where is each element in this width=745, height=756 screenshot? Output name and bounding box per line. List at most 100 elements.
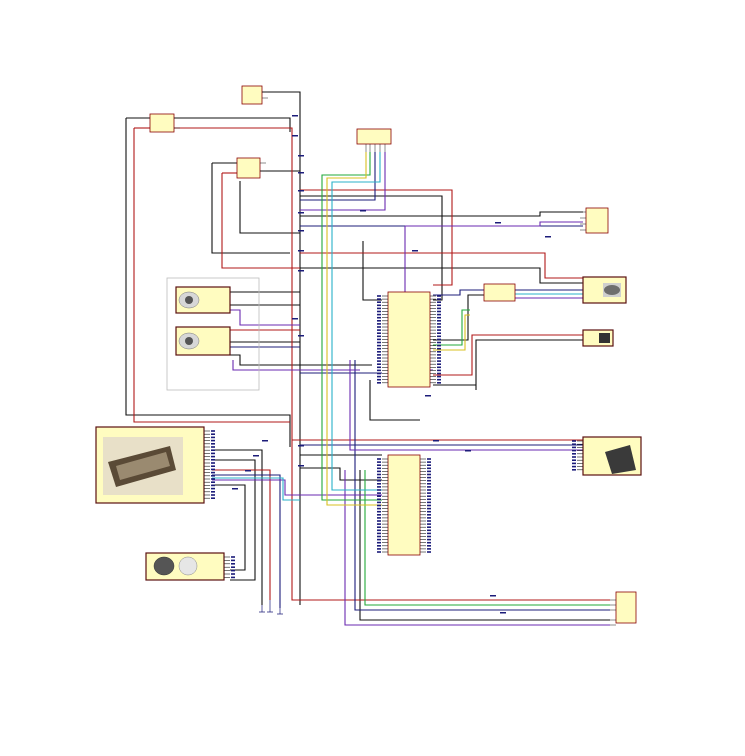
- pin-label-mark: [377, 551, 381, 553]
- net-label-mark: [298, 250, 304, 252]
- pin-label-mark: [377, 467, 381, 470]
- main-ic-lower: [377, 454, 431, 556]
- wire: [433, 314, 470, 351]
- pin-label-mark: [231, 576, 235, 579]
- pin-label-mark: [377, 510, 381, 513]
- pin-row: [224, 556, 235, 579]
- main-ic-upper: [377, 291, 441, 388]
- wire: [211, 163, 290, 254]
- pin-label-mark: [437, 366, 441, 369]
- pin-label-mark: [427, 517, 431, 519]
- pin-label-mark: [437, 360, 441, 362]
- pin-label-mark: [377, 332, 381, 334]
- pin-label-mark: [377, 473, 381, 476]
- pin-label-mark: [231, 559, 235, 562]
- pin-label-mark: [427, 507, 431, 510]
- pin-label-mark: [572, 440, 576, 442]
- pin-label-mark: [377, 479, 381, 482]
- pin-label-mark: [572, 443, 576, 445]
- pin-label-mark: [437, 326, 441, 328]
- pin-label-mark: [437, 295, 441, 297]
- pin-label-mark: [377, 366, 381, 369]
- wire: [221, 173, 300, 269]
- pin-label-mark: [211, 478, 215, 480]
- pin-label-mark: [377, 301, 381, 303]
- wire: [133, 128, 290, 423]
- pin-label-mark: [427, 514, 431, 516]
- wire: [262, 91, 301, 605]
- pin-label-mark: [427, 498, 431, 501]
- pin-label-mark: [377, 382, 381, 384]
- wire: [300, 267, 583, 284]
- pin-label-mark: [427, 541, 431, 544]
- pin-label-mark: [427, 510, 431, 513]
- wire: [212, 474, 281, 608]
- pin-label-mark: [231, 573, 235, 575]
- pin-label-mark: [377, 507, 381, 510]
- net-label-mark: [298, 172, 304, 174]
- pin-label-mark: [377, 486, 381, 488]
- pin-label-mark: [231, 563, 235, 565]
- pin-label-mark: [231, 566, 235, 568]
- pin-label-mark: [427, 501, 431, 504]
- wire: [239, 181, 300, 234]
- dsub-connector-photo: [95, 426, 215, 504]
- net-label-marks: [232, 115, 551, 614]
- pin-label-mark: [437, 332, 441, 334]
- pin-label-mark: [437, 347, 441, 350]
- pin-label-mark: [437, 323, 441, 325]
- wire: [212, 479, 382, 496]
- connector-photo-right-3: [572, 436, 642, 476]
- wire: [433, 289, 484, 296]
- pin-label-mark: [427, 551, 431, 553]
- pin-label-mark: [377, 320, 381, 322]
- pin-label-mark: [377, 375, 381, 378]
- pin-label-mark: [437, 304, 441, 307]
- pin-label-mark: [427, 467, 431, 470]
- pin-label-mark: [427, 489, 431, 491]
- pin-label-mark: [211, 443, 215, 445]
- pin-row: [420, 458, 431, 553]
- wire: [232, 360, 360, 371]
- wire: [212, 449, 263, 605]
- pin-label-mark: [231, 569, 235, 572]
- pin-label-mark: [572, 459, 576, 461]
- pin-label-mark: [377, 316, 381, 319]
- pin-label-mark: [211, 468, 215, 471]
- net-label-mark: [292, 318, 298, 320]
- pin-label-mark: [427, 473, 431, 476]
- pin-label-mark: [211, 497, 215, 499]
- pin-label-mark: [427, 529, 431, 532]
- ground-symbols: [259, 600, 283, 615]
- pin-label-mark: [377, 335, 381, 338]
- wire: [405, 221, 583, 227]
- pin-label-mark: [377, 548, 381, 550]
- round-connector-photo: [145, 552, 235, 581]
- pin-label-mark: [377, 378, 381, 381]
- component-layer: [95, 85, 642, 626]
- pin-label-mark: [427, 470, 431, 473]
- pin-label-mark: [377, 347, 381, 350]
- pin-label-mark: [377, 369, 381, 372]
- pin-label-mark: [231, 556, 235, 558]
- net-label-mark: [433, 440, 439, 442]
- pin-label-mark: [211, 449, 215, 451]
- pin-label-mark: [427, 492, 431, 494]
- pin-label-mark: [437, 382, 441, 384]
- pin-label-mark: [377, 545, 381, 547]
- wire: [369, 380, 420, 421]
- net-label-mark: [292, 115, 298, 117]
- pin-label-mark: [437, 354, 441, 356]
- wire: [300, 467, 382, 481]
- wire: [300, 211, 583, 217]
- pin-label-mark: [572, 446, 576, 449]
- pin-label-mark: [377, 307, 381, 310]
- net-label-mark: [545, 236, 551, 238]
- wire: [359, 470, 610, 621]
- pin-label-mark: [377, 538, 381, 541]
- pin-label-mark: [377, 514, 381, 516]
- pin-label-mark: [211, 481, 215, 483]
- pin-label-mark: [377, 372, 381, 375]
- net-label-mark: [495, 222, 501, 224]
